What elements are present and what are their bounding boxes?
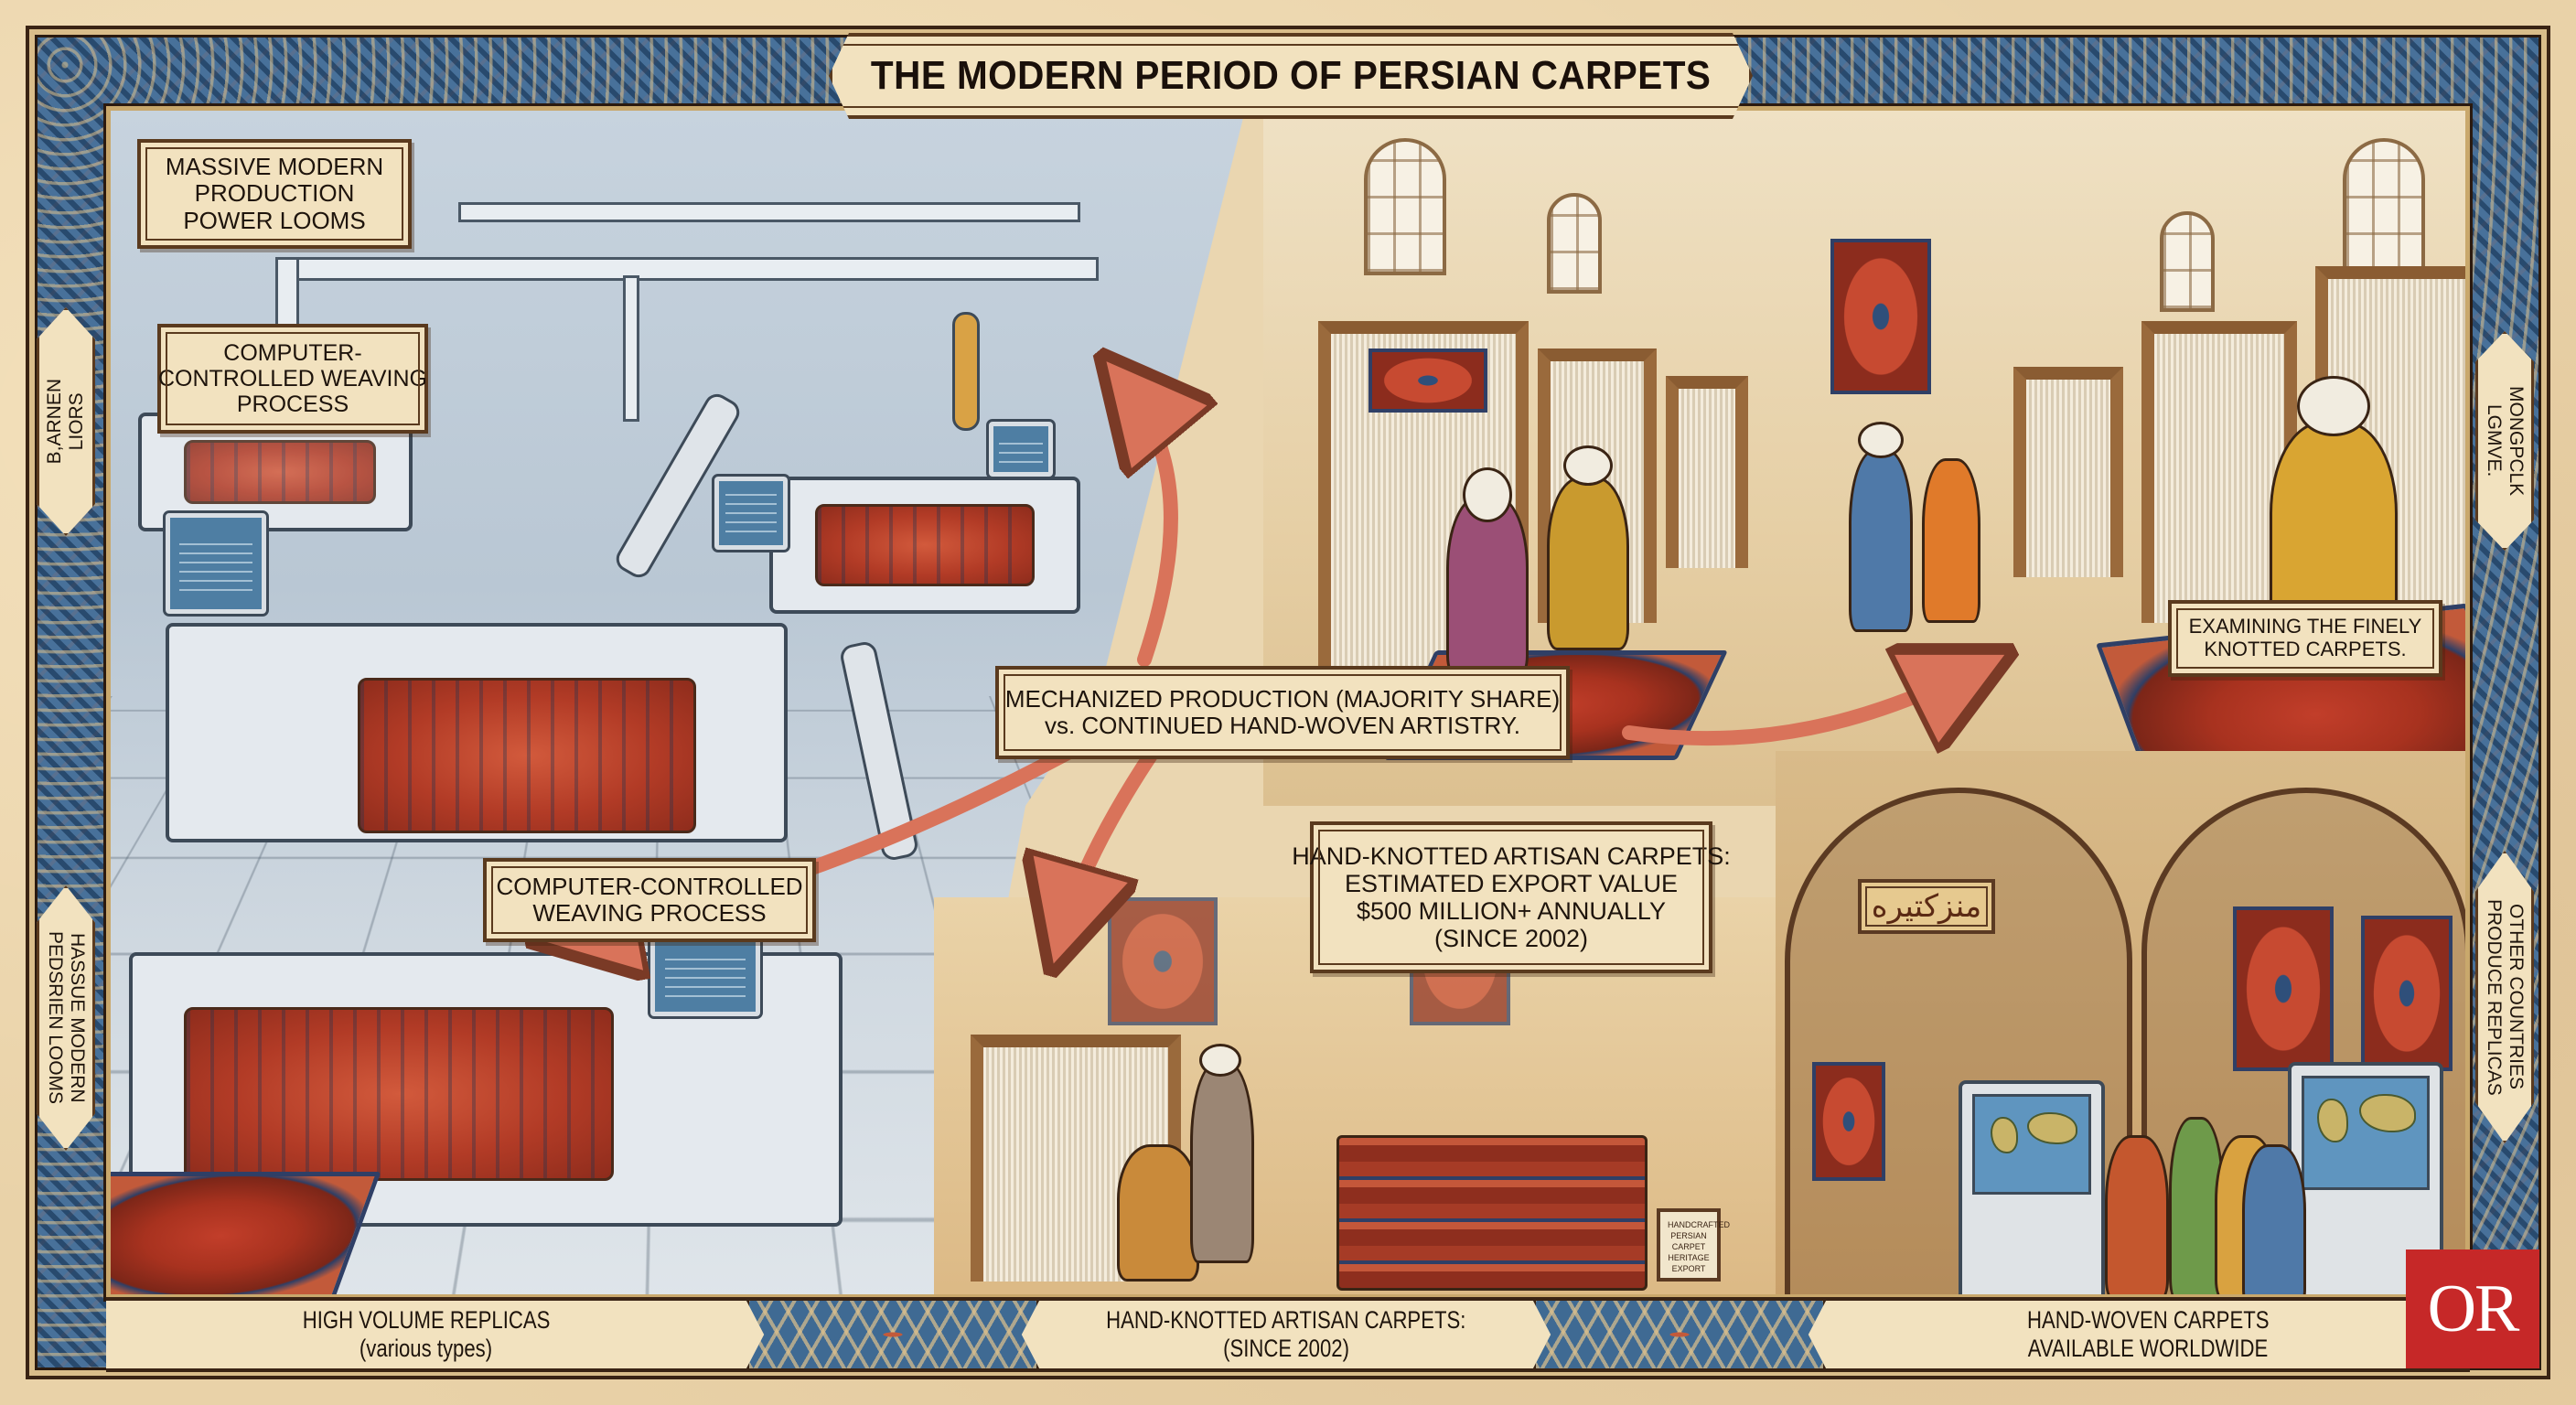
arrow-to-examining <box>1622 669 1977 738</box>
map-continent <box>2317 1099 2348 1142</box>
ornament-divider <box>746 1301 1039 1368</box>
control-screen <box>712 474 790 552</box>
label-computer-controlled-bottom: COMPUTER-CONTROLLED WEAVING PROCESS <box>483 858 816 942</box>
label-computer-controlled-top: COMPUTER- CONTROLLED WEAVING PROCESS <box>157 324 428 434</box>
turban <box>1858 422 1904 458</box>
tourist-red-jacket <box>2105 1135 2169 1294</box>
carpet-roll <box>815 504 1035 586</box>
weaver-kneeling <box>1117 1144 1199 1282</box>
caption-hand-woven-worldwide: HAND-WOVEN CARPETS AVAILABLE WORLDWIDE <box>2026 1306 2270 1362</box>
turban <box>1199 1044 1241 1077</box>
label-examining-carpets: EXAMINING THE FINELY KNOTTED CARPETS. <box>2168 600 2442 677</box>
side-cartouche-right-top: MONGPCLK LGMVE. <box>2475 331 2534 551</box>
tourist-blue-jacket <box>2242 1144 2306 1294</box>
map-continent <box>2027 1112 2077 1144</box>
visitor-orange-robe <box>1922 458 1980 623</box>
ornament-divider <box>1533 1301 1826 1368</box>
headscarf <box>1463 467 1512 522</box>
hanging-carpet <box>2233 906 2334 1071</box>
gantry-beam <box>275 257 1099 281</box>
caption-high-volume-replicas: HIGH VOLUME REPLICAS (various types) <box>302 1306 551 1362</box>
arrow-to-workshop <box>1126 385 1171 667</box>
turban <box>2297 376 2370 436</box>
arched-window <box>1547 193 1602 294</box>
illustration-area: HANDCRAFTED PERSIAN CARPET HERITAGE EXPO… <box>103 103 2473 1302</box>
shop-sign: منزکتیره <box>1858 879 1995 934</box>
hanging-carpet <box>1812 1062 1885 1181</box>
page-title-text: THE MODERN PERIOD OF PERSIAN CARPETS <box>870 53 1712 98</box>
hand-loom <box>2013 367 2123 577</box>
kiosk-world-map-screen <box>1972 1094 2091 1195</box>
side-cartouche-left-bottom: HASSUE MODERN PEDSRIEN LOOMS <box>37 885 95 1151</box>
or-logo-badge: OR <box>2406 1249 2539 1368</box>
robot-gripper <box>952 312 980 431</box>
carpet-on-loom <box>358 678 696 833</box>
kiosk-world-map-screen <box>2302 1076 2430 1190</box>
control-screen <box>986 419 1056 479</box>
turban <box>1563 445 1613 486</box>
carpet-in-progress <box>1368 349 1487 413</box>
carpet-roll <box>184 440 376 504</box>
map-continent <box>2359 1094 2416 1132</box>
label-hand-knotted-export: HAND-KNOTTED ARTISAN CARPETS: ESTIMATED … <box>1292 821 1731 973</box>
arched-window <box>2343 138 2425 275</box>
bottom-caption-band: HIGH VOLUME REPLICAS (various types) HAN… <box>106 1297 2470 1372</box>
visitor-blue-robe <box>1849 449 1913 632</box>
label-mechanized-vs-hand: MECHANIZED PRODUCTION (MAJORITY SHARE) v… <box>995 666 1570 759</box>
overhead-duct <box>458 202 1080 222</box>
caption-hand-knotted-since-2002: HAND-KNOTTED ARTISAN CARPETS: (SINCE 200… <box>1106 1306 1466 1362</box>
side-cartouche-right-bottom: OTHER COUNTRIES PRODUCE REPLICAS <box>2475 851 2534 1143</box>
arched-window <box>1364 138 1446 275</box>
weaver-man <box>1547 477 1629 650</box>
gantry-post <box>623 275 639 422</box>
page-title: THE MODERN PERIOD OF PERSIAN CARPETS <box>829 33 1753 119</box>
carpet-on-loom <box>184 1007 614 1181</box>
control-screen <box>163 510 269 617</box>
arched-window <box>2160 211 2215 312</box>
hanging-carpet <box>1830 239 1931 394</box>
map-continent <box>1991 1117 2018 1153</box>
label-massive-looms: MASSIVE MODERN PRODUCTION POWER LOOMS <box>137 139 412 249</box>
hand-loom <box>1666 376 1748 568</box>
info-placard: HANDCRAFTED PERSIAN CARPET HERITAGE EXPO… <box>1657 1208 1730 1282</box>
weaver-woman <box>1446 495 1529 678</box>
carpet-stack <box>1336 1135 1648 1291</box>
weaver-standing <box>1190 1062 1254 1263</box>
side-cartouche-left-top: B,ARNEN LIORS <box>37 307 95 536</box>
arrow-to-artisans <box>1062 744 1161 934</box>
